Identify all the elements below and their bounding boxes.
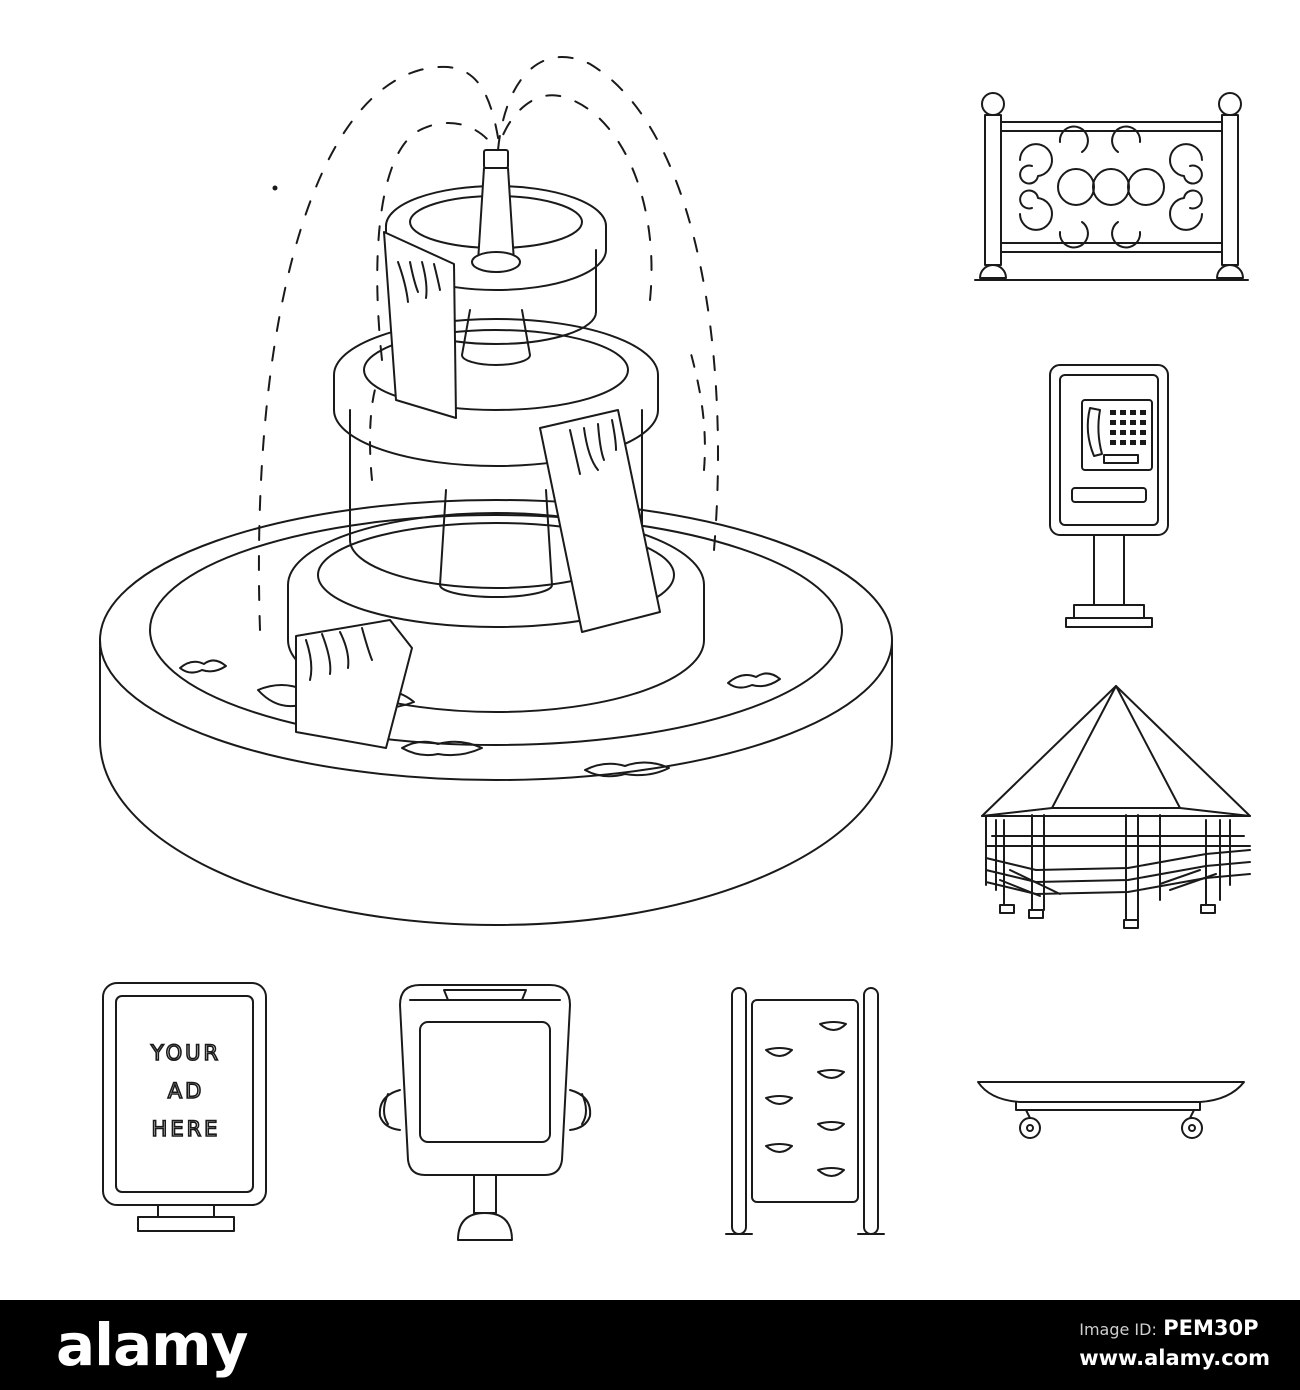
footer-bar: alamy Image ID: PEM30P www.alamy.com: [0, 1300, 1300, 1390]
gazebo-icon: [981, 685, 1251, 929]
billboard-line-1: YOUR: [150, 1041, 221, 1065]
site-url: www.alamy.com: [1079, 1346, 1270, 1370]
image-info: Image ID: PEM30P www.alamy.com: [1079, 1314, 1270, 1372]
climbing-wall-icon: [725, 987, 885, 1235]
billboard-line-3: HERE: [152, 1117, 221, 1141]
brand-name: alamy: [56, 1311, 248, 1379]
icon-set-illustration: YOUR AD HERE: [99, 56, 1251, 1241]
fountain-icon: [99, 56, 893, 926]
billboard-line-2: AD: [168, 1079, 205, 1103]
fence-icon: [974, 92, 1249, 281]
alamy-logo: alamy: [56, 1310, 248, 1380]
image-id-label: Image ID:: [1079, 1320, 1157, 1339]
skateboard-icon: [977, 1081, 1245, 1139]
trash-bin-icon: [378, 984, 592, 1241]
payphone-icon: [1049, 364, 1169, 628]
image-id: PEM30P: [1163, 1316, 1259, 1340]
billboard-icon: YOUR AD HERE: [102, 982, 267, 1232]
